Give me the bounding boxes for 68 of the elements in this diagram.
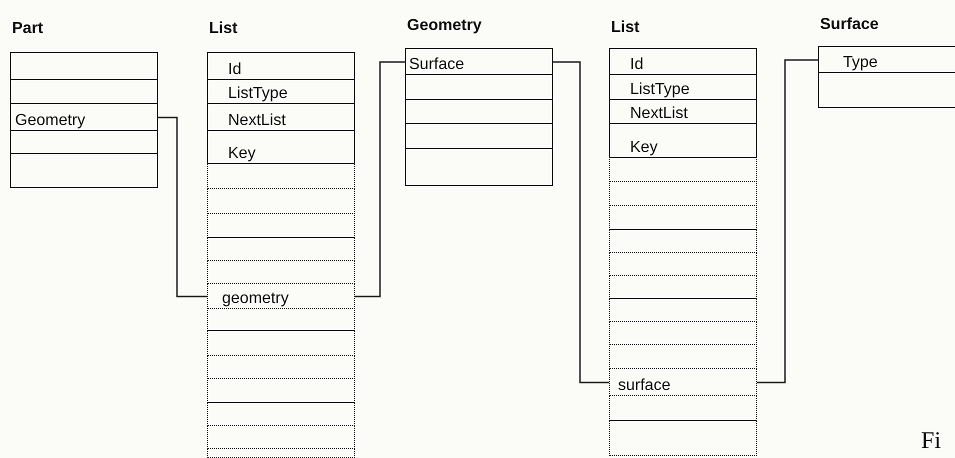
table-row — [405, 148, 553, 186]
table-row — [207, 103, 355, 131]
table-row — [609, 123, 757, 158]
field-name: Id — [228, 61, 242, 79]
table-row — [609, 298, 757, 322]
table-row — [405, 74, 553, 100]
table-row — [609, 181, 757, 206]
table-row — [609, 420, 757, 456]
table-row — [207, 130, 355, 164]
table-row — [207, 402, 355, 426]
table-row — [207, 237, 355, 261]
table-row — [207, 448, 355, 458]
figure-caption: Fi — [921, 428, 942, 455]
table-row — [10, 79, 158, 104]
connector-line — [553, 61, 609, 384]
connector-line — [355, 61, 405, 298]
field-name: Key — [630, 139, 658, 157]
table-row — [10, 130, 158, 154]
table-row — [207, 425, 355, 449]
table-row — [609, 321, 757, 345]
table-row — [207, 355, 355, 379]
table-row — [207, 188, 355, 214]
table-row — [207, 260, 355, 284]
table-heading: List — [611, 19, 640, 37]
table-row — [207, 308, 355, 331]
table-row — [405, 99, 553, 124]
field-name: NextList — [228, 112, 286, 130]
table-row — [609, 74, 757, 100]
connector-line — [757, 59, 818, 384]
table-row — [10, 52, 158, 80]
table-row — [609, 99, 757, 124]
table-row — [609, 344, 757, 369]
table-row — [207, 283, 355, 309]
table-row — [609, 48, 757, 75]
table-row — [609, 275, 757, 299]
table-row — [609, 252, 757, 276]
table-row — [405, 48, 553, 75]
table-row — [207, 330, 355, 356]
table-row — [207, 378, 355, 403]
field-name: Surface — [409, 56, 464, 74]
field-name: Geometry — [15, 112, 86, 130]
table-heading: List — [209, 20, 238, 38]
table-row — [818, 46, 955, 73]
table-row — [609, 157, 757, 182]
table-heading: Surface — [820, 16, 879, 34]
table-heading: Part — [12, 20, 44, 38]
table-row — [207, 213, 355, 238]
table-row — [207, 79, 355, 104]
field-name: ListType — [228, 85, 288, 103]
field-name: Type — [843, 54, 878, 72]
table-row — [207, 52, 355, 80]
table-row — [10, 103, 158, 131]
field-name: Id — [630, 56, 644, 74]
field-name: ListType — [630, 81, 690, 99]
field-name: surface — [618, 377, 670, 395]
table-row — [609, 368, 757, 396]
table-heading: Geometry — [407, 17, 482, 35]
field-name: geometry — [222, 290, 289, 308]
connector-line — [158, 116, 207, 298]
field-name: NextList — [630, 105, 688, 123]
table-row — [405, 123, 553, 149]
table-row — [609, 205, 757, 230]
table-row — [609, 229, 757, 253]
table-row — [609, 395, 757, 421]
table-row — [818, 72, 955, 108]
field-name: Key — [228, 145, 256, 163]
table-row — [207, 163, 355, 189]
table-row — [10, 153, 158, 188]
